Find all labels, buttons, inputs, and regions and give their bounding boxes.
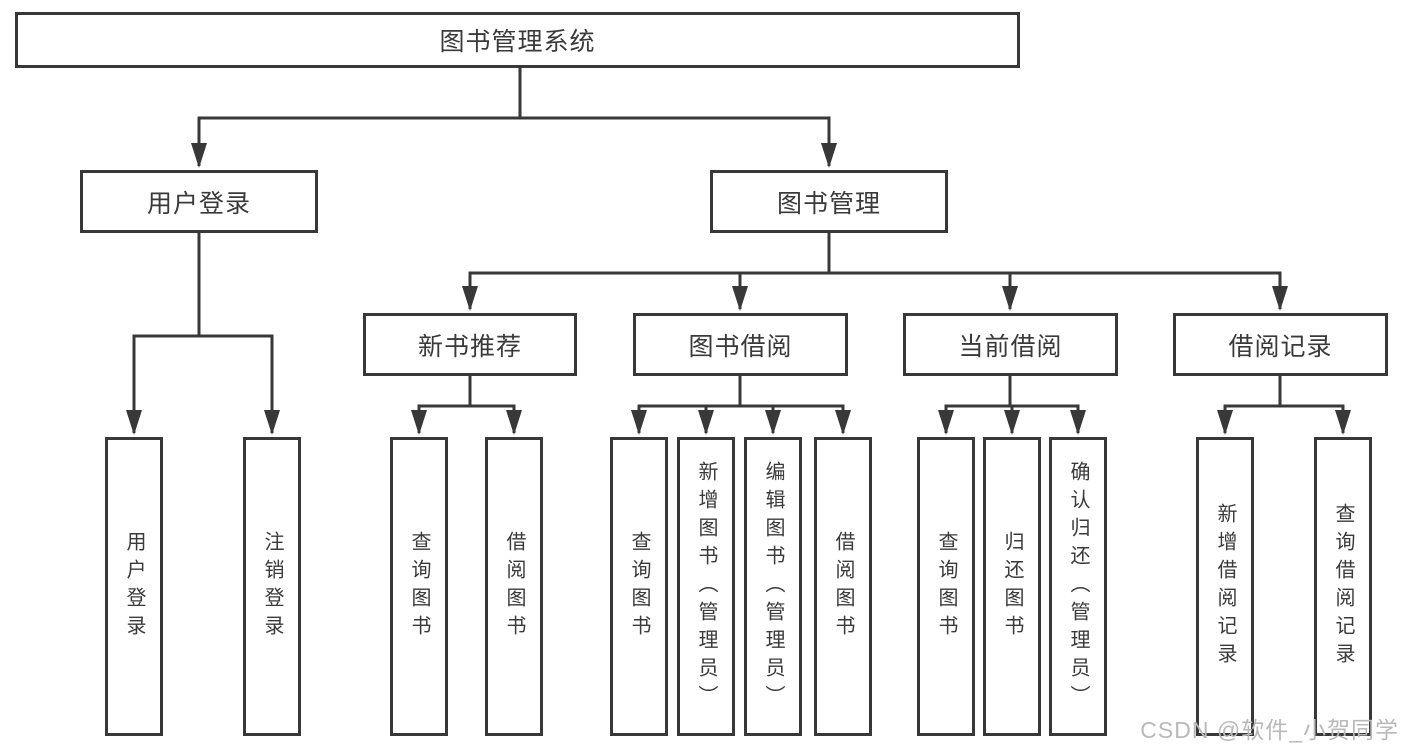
leaf-query-books-borrowing: 查询图书 bbox=[610, 437, 668, 736]
node-borrow-records: 借阅记录 bbox=[1173, 313, 1388, 376]
node-label: 查询借阅记录 bbox=[1332, 502, 1354, 671]
node-label: 图书管理系统 bbox=[439, 28, 596, 56]
node-label: 借阅记录 bbox=[1228, 332, 1333, 361]
csdn-watermark: CSDN @软件_小贺同学 bbox=[1140, 717, 1399, 743]
node-label: 借阅图书 bbox=[503, 530, 525, 643]
leaf-borrow-books-recommend: 借阅图书 bbox=[485, 437, 543, 736]
node-label: 归还图书 bbox=[1001, 530, 1023, 643]
node-label: 查询图书 bbox=[628, 530, 650, 643]
leaf-add-borrow-record: 新增借阅记录 bbox=[1196, 437, 1254, 736]
leaf-edit-books-admin: 编辑图书（管理员） bbox=[744, 437, 802, 736]
leaf-user-login: 用户登录 bbox=[105, 437, 163, 736]
node-new-book-recommendation: 新书推荐 bbox=[363, 313, 577, 376]
node-library-management-system: 图书管理系统 bbox=[15, 12, 1020, 68]
node-book-borrowing: 图书借阅 bbox=[633, 313, 848, 376]
node-label: 用户登录 bbox=[146, 189, 251, 218]
node-label: 查询图书 bbox=[408, 530, 430, 643]
leaf-query-borrow-record: 查询借阅记录 bbox=[1314, 437, 1372, 736]
leaf-return-books: 归还图书 bbox=[983, 437, 1041, 736]
node-label: 当前借阅 bbox=[958, 332, 1063, 361]
leaf-query-books-current: 查询图书 bbox=[917, 437, 975, 736]
leaf-confirm-return-admin: 确认归还（管理员） bbox=[1049, 437, 1107, 736]
node-label: 图书借阅 bbox=[688, 332, 793, 361]
leaf-add-books-admin: 新增图书（管理员） bbox=[677, 437, 735, 736]
node-label: 查询图书 bbox=[935, 530, 957, 643]
node-label: 新增图书（管理员） bbox=[695, 460, 717, 713]
node-current-borrowing: 当前借阅 bbox=[903, 313, 1118, 376]
node-label: 注销登录 bbox=[261, 530, 283, 643]
node-label: 新书推荐 bbox=[417, 332, 522, 361]
leaf-borrow-books: 借阅图书 bbox=[814, 437, 872, 736]
node-book-management: 图书管理 bbox=[710, 170, 948, 233]
node-label: 确认归还（管理员） bbox=[1067, 460, 1089, 713]
node-user-login: 用户登录 bbox=[80, 170, 318, 233]
node-label: 借阅图书 bbox=[832, 530, 854, 643]
leaf-query-books-recommend: 查询图书 bbox=[390, 437, 448, 736]
node-label: 用户登录 bbox=[123, 530, 145, 643]
node-label: 编辑图书（管理员） bbox=[762, 460, 784, 713]
node-label: 图书管理 bbox=[776, 189, 881, 218]
leaf-logout: 注销登录 bbox=[243, 437, 301, 736]
node-label: 新增借阅记录 bbox=[1214, 502, 1236, 671]
